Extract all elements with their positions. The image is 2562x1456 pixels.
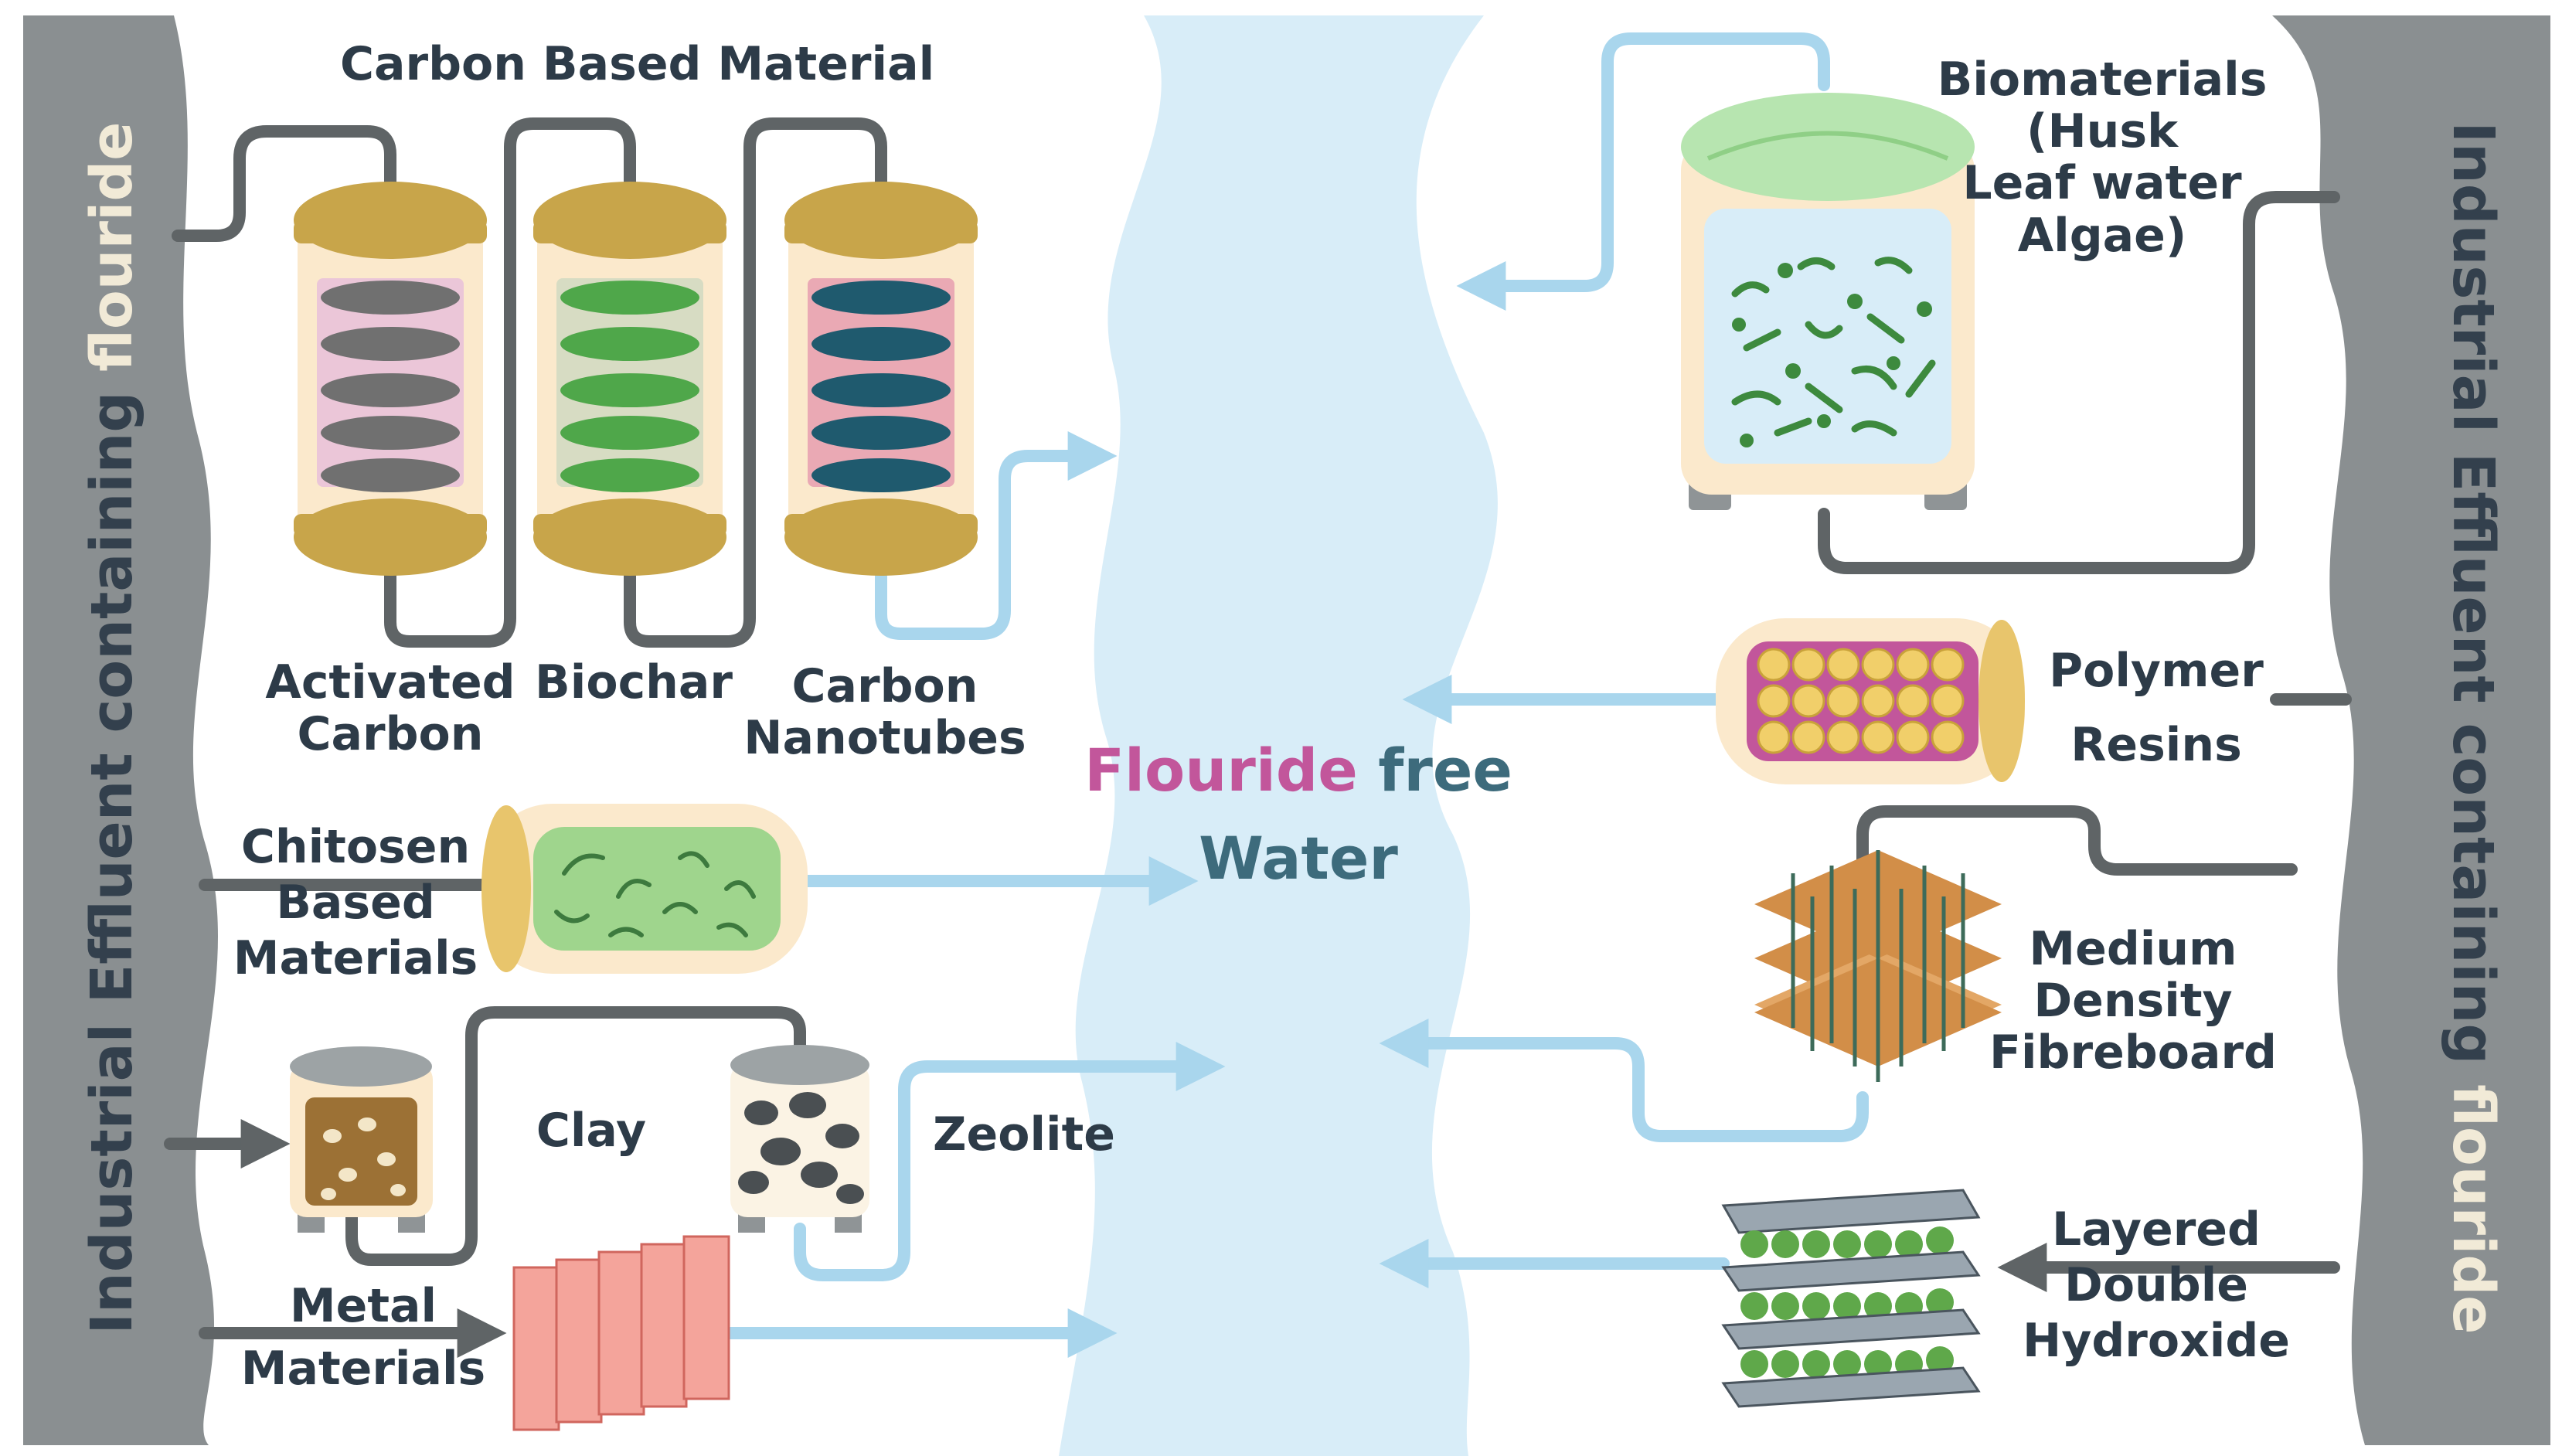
label-activated-carbon: Activated Carbon: [251, 655, 529, 762]
label-line: Zeolite: [933, 1107, 1115, 1162]
label-line: Fibreboard: [1989, 1026, 2277, 1080]
label-line: Algae): [2017, 208, 2187, 263]
label-line: Hydroxide: [2023, 1314, 2290, 1368]
label-line: Metal: [289, 1279, 437, 1333]
left-side-label: Industrial Effluent containing flouride: [79, 122, 145, 1335]
label-carbon-group: Carbon Based Material: [340, 37, 935, 91]
label-line: Materials: [240, 1342, 486, 1396]
river-channel: [1059, 15, 1498, 1456]
label-carbon-group-text: Carbon Based Material: [340, 37, 935, 91]
label-biochar: Biochar: [533, 655, 734, 709]
cartridge-polymer-resins: [1716, 618, 2025, 784]
label-line: Leaf water: [1962, 156, 2242, 211]
label-line: Double: [2064, 1258, 2248, 1312]
column-biochar: [533, 182, 726, 576]
center-free-word: free: [1378, 736, 1512, 805]
label-chitosen: Chitosen Based Materials: [224, 819, 487, 986]
label-biomaterials: Biomaterials (Husk Leaf water Algae): [1932, 53, 2272, 263]
label-line: Based: [276, 876, 435, 930]
label-line: Carbon: [297, 707, 484, 762]
right-side-label: Industrial Effluent containing flouride: [2440, 122, 2506, 1335]
label-line: Layered: [2052, 1203, 2261, 1257]
label-line: Nanotubes: [743, 711, 1026, 766]
influent-pipes: [164, 117, 2352, 1358]
center-water-word: Water: [1199, 824, 1398, 893]
label-line: Resins: [2070, 718, 2242, 772]
right-side-text: Industrial Effluent containing: [2440, 121, 2506, 1065]
label-line: Activated: [265, 655, 515, 709]
jar-clay: [290, 1046, 433, 1233]
stack-ldh: [1721, 1189, 1981, 1408]
label-ldh: Layered Double Hydroxide: [2002, 1202, 2311, 1369]
jar-zeolite: [730, 1045, 869, 1233]
left-side-highlight: flouride: [79, 121, 145, 372]
label-line: Polymer: [2049, 644, 2264, 698]
label-clay: Clay: [502, 1104, 680, 1158]
label-line: Medium: [2029, 922, 2237, 976]
label-line: Biochar: [535, 655, 733, 709]
label-zeolite: Zeolite: [924, 1107, 1124, 1162]
label-mdf: Medium Density Fibreboard: [1978, 922, 2288, 1080]
label-line: Biomaterials: [1937, 53, 2268, 107]
right-bank: [2272, 15, 2550, 1445]
label-line: Clay: [536, 1104, 647, 1158]
plates-metal: [512, 1235, 730, 1431]
right-side-highlight: flouride: [2440, 1084, 2506, 1335]
column-carbon-nanotubes: [784, 182, 978, 576]
label-line: (Husk: [2026, 104, 2178, 159]
left-bank: [23, 15, 219, 1445]
label-metal: Metal Materials: [232, 1275, 495, 1400]
center-title: Flouride free Water: [1067, 726, 1530, 903]
label-carbon-nanotubes: Carbon Nanotubes: [742, 659, 1028, 766]
tank-biomaterials: [1681, 93, 1975, 510]
cartridge-chitosen: [481, 804, 808, 974]
column-activated-carbon: [294, 182, 487, 576]
label-line: Materials: [233, 931, 478, 985]
left-side-text: Industrial Effluent containing: [79, 391, 145, 1335]
label-line: Carbon: [791, 659, 978, 713]
treated-flow-arrows: [713, 32, 1869, 1358]
label-line: Chitosen: [240, 820, 471, 874]
label-polymer-resins: Polymer Resins: [2040, 634, 2272, 782]
label-line: Density: [2033, 974, 2233, 1029]
center-fluoride-word: Flouride: [1084, 736, 1358, 805]
stack-mdf: [1754, 850, 2002, 1082]
